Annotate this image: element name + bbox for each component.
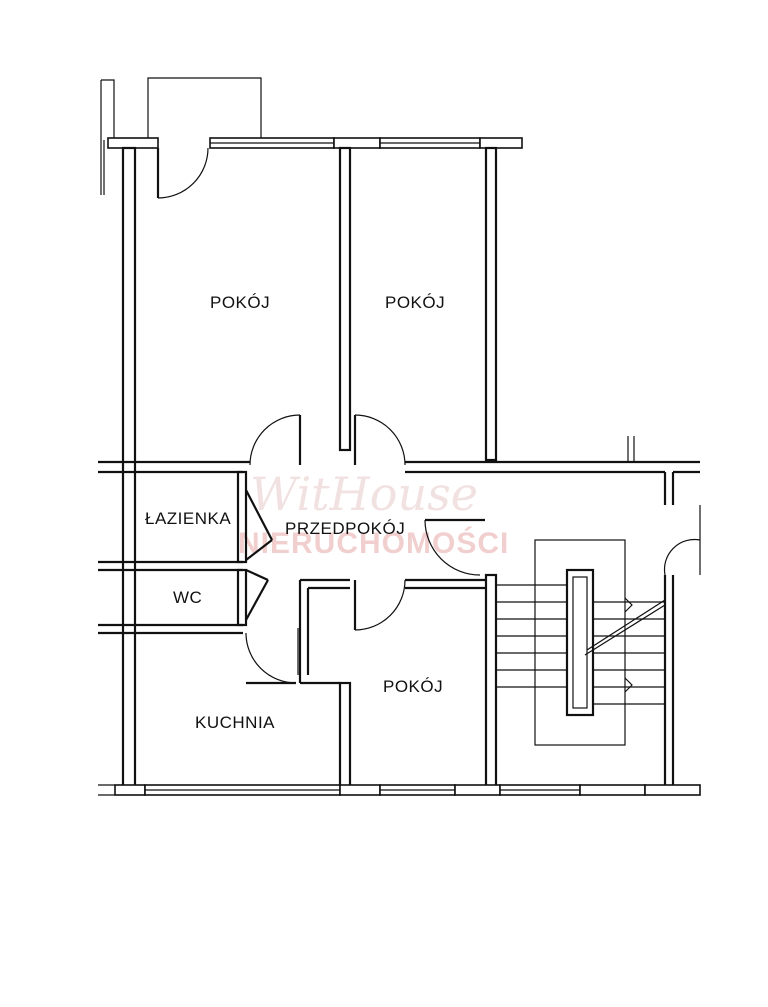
room-label-pokoj-2: POKÓJ	[385, 293, 445, 312]
room-label-przedpokoj: PRZEDPOKÓJ	[285, 519, 405, 538]
top-room-doors	[249, 414, 406, 466]
room-divider-top	[338, 146, 498, 462]
balcony	[100, 77, 262, 195]
bathroom-wc-walls	[98, 470, 273, 635]
watermark-logo-script: WitHouse	[250, 467, 478, 521]
room-label-pokoj-1: POKÓJ	[210, 293, 270, 312]
balcony-door	[156, 147, 209, 199]
staircase	[496, 505, 701, 788]
bottom-exterior-wall	[98, 784, 701, 796]
watermark-subtitle: NIERUCHOMOŚCI	[238, 526, 509, 560]
room-label-lazienka: ŁAZIENKA	[145, 509, 231, 528]
room-label-pokoj-3: POKÓJ	[383, 677, 443, 696]
room-label-kuchnia: KUCHNIA	[195, 713, 275, 732]
corridor-top-wall	[98, 436, 700, 505]
kitchen-door	[245, 632, 297, 685]
left-wall	[121, 146, 137, 790]
room-label-wc: WC	[173, 588, 202, 607]
room-labels: POKÓJ POKÓJ ŁAZIENKA PRZEDPOKÓJ WC POKÓJ…	[145, 293, 445, 732]
watermark: WitHouse NIERUCHOMOŚCI	[238, 467, 509, 560]
top-exterior-wall	[107, 137, 523, 149]
lower-room-walls	[297, 573, 498, 790]
entrance-door	[424, 518, 485, 576]
